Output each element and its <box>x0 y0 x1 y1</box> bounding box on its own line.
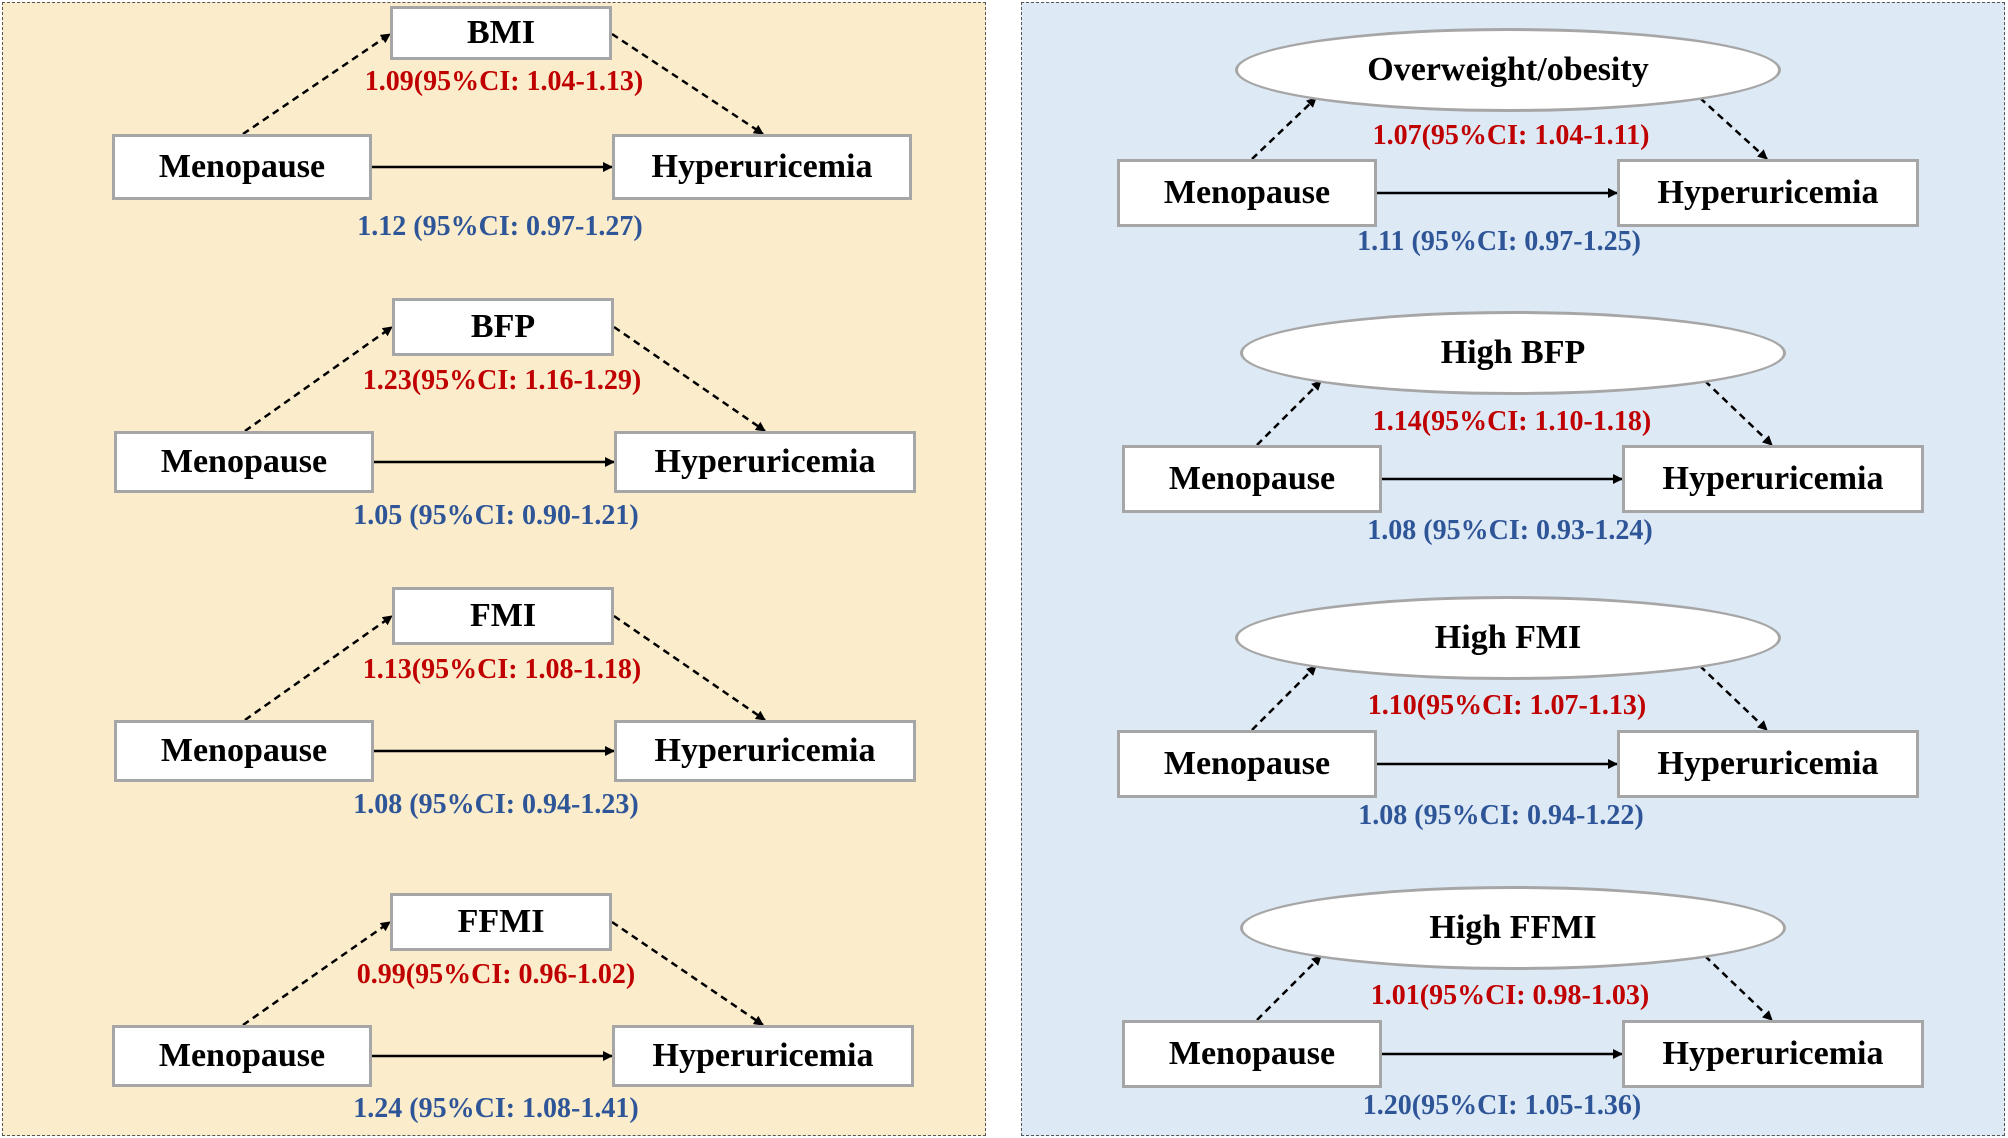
exposure-to-mediator-arrow <box>244 614 393 722</box>
mediator-to-outcome-arrow <box>1699 97 1768 160</box>
exposure-to-mediator-arrow <box>1251 665 1317 731</box>
exposure-box: Menopause <box>112 134 372 200</box>
mediator-to-outcome-arrow <box>1704 380 1773 446</box>
outcome-box: Hyperuricemia <box>1622 445 1924 513</box>
mediator-ellipse: High FFMI <box>1240 886 1786 970</box>
outcome-box: Hyperuricemia <box>1622 1020 1924 1088</box>
direct-effect-label: 1.24 (95%CI: 1.08-1.41) <box>353 1093 639 1124</box>
mediator-ellipse: Overweight/obesity <box>1235 28 1781 112</box>
direct-effect-label: 1.05 (95%CI: 0.90-1.21) <box>353 500 639 531</box>
exposure-box: Menopause <box>114 431 374 493</box>
mediator-box: BMI <box>390 6 612 60</box>
mediator-to-outcome-arrow <box>613 325 766 433</box>
exposure-to-mediator-arrow <box>242 920 391 1027</box>
direct-effect-label: 1.20(95%CI: 1.05-1.36) <box>1362 1090 1642 1121</box>
mediator-to-outcome-arrow <box>1699 665 1768 731</box>
mediator-to-outcome-arrow <box>611 32 764 136</box>
exposure-box: Menopause <box>114 720 374 782</box>
exposure-to-mediator-arrow <box>1256 380 1322 446</box>
outcome-box: Hyperuricemia <box>614 720 916 782</box>
outcome-box: Hyperuricemia <box>1617 159 1919 227</box>
direct-effect-label: 1.08 (95%CI: 0.94-1.23) <box>353 789 639 820</box>
exposure-to-mediator-arrow <box>1251 97 1317 160</box>
indirect-effect-label: 1.13(95%CI: 1.08-1.18) <box>362 654 642 685</box>
indirect-effect-label: 1.14(95%CI: 1.10-1.18) <box>1372 406 1652 437</box>
direct-effect-label: 1.08 (95%CI: 0.93-1.24) <box>1367 515 1653 546</box>
mediator-box: BFP <box>392 298 614 356</box>
indirect-effect-label: 1.10(95%CI: 1.07-1.13) <box>1367 690 1647 721</box>
outcome-box: Hyperuricemia <box>612 1025 914 1087</box>
mediator-to-outcome-arrow <box>1704 955 1773 1021</box>
indirect-effect-label: 1.23(95%CI: 1.16-1.29) <box>362 365 642 396</box>
outcome-box: Hyperuricemia <box>614 431 916 493</box>
mediator-to-outcome-arrow <box>611 920 764 1027</box>
mediator-box: FFMI <box>390 893 612 951</box>
mediator-ellipse: High FMI <box>1235 596 1781 680</box>
mediator-to-outcome-arrow <box>613 614 766 722</box>
direct-effect-label: 1.08 (95%CI: 0.94-1.22) <box>1358 800 1644 831</box>
direct-effect-label: 1.12 (95%CI: 0.97-1.27) <box>357 211 643 242</box>
mediator-box: FMI <box>392 587 614 645</box>
indirect-effect-label: 1.07(95%CI: 1.04-1.11) <box>1372 120 1650 151</box>
exposure-box: Menopause <box>112 1025 372 1087</box>
outcome-box: Hyperuricemia <box>612 134 912 200</box>
indirect-effect-label: 1.09(95%CI: 1.04-1.13) <box>364 66 644 97</box>
exposure-to-mediator-arrow <box>244 325 393 433</box>
indirect-effect-label: 1.01(95%CI: 0.98-1.03) <box>1370 980 1650 1011</box>
exposure-to-mediator-arrow <box>242 32 391 136</box>
exposure-box: Menopause <box>1117 730 1377 798</box>
indirect-effect-label: 0.99(95%CI: 0.96-1.02) <box>356 959 636 990</box>
exposure-box: Menopause <box>1122 1020 1382 1088</box>
direct-effect-label: 1.11 (95%CI: 0.97-1.25) <box>1357 226 1641 257</box>
mediator-ellipse: High BFP <box>1240 311 1786 395</box>
exposure-to-mediator-arrow <box>1256 955 1322 1021</box>
outcome-box: Hyperuricemia <box>1617 730 1919 798</box>
exposure-box: Menopause <box>1122 445 1382 513</box>
exposure-box: Menopause <box>1117 159 1377 227</box>
